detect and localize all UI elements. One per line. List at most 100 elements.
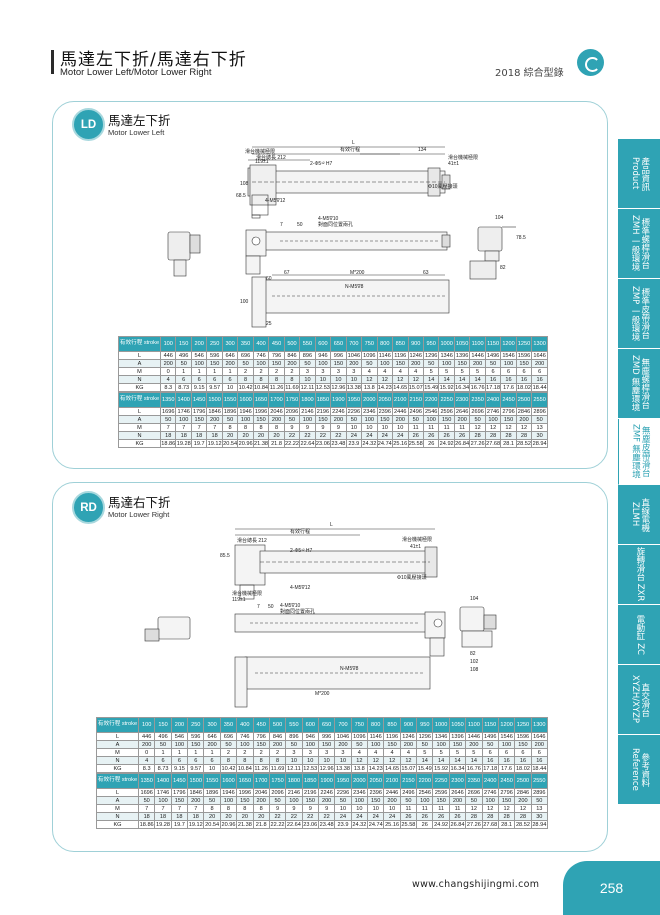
table-cell: 16: [497, 756, 516, 765]
stroke-header: 有效行程 stroke: [96, 773, 139, 789]
stroke-value: 1750: [283, 392, 301, 408]
table-cell: 22: [330, 431, 347, 440]
table-cell: 100: [500, 359, 517, 368]
table-cell: 16.76: [465, 764, 483, 773]
table-cell: 25.16: [392, 439, 409, 448]
stroke-value: 1900: [330, 392, 347, 408]
stroke-value: 1450: [170, 773, 189, 789]
table-cell: 8.73: [175, 383, 192, 392]
table-cell: 50: [399, 796, 418, 805]
table-cell: 6: [154, 756, 172, 765]
table-cell: 9.57: [187, 764, 205, 773]
table-cell: 50: [531, 415, 548, 424]
table-cell: 2896: [530, 788, 549, 797]
table-cell: 10: [285, 756, 303, 765]
table-cell: 8: [237, 423, 254, 432]
table-cell: 14: [453, 375, 471, 384]
table-cell: 12: [497, 804, 516, 813]
table-cell: 2346: [350, 788, 369, 797]
table-cell: 7: [190, 423, 208, 432]
table-cell: 3: [334, 748, 352, 757]
ld-label-opp: 對面同位置兩孔: [318, 221, 353, 228]
table-cell: 150: [438, 415, 455, 424]
stroke-value: 1500: [206, 392, 223, 408]
stroke-value: 2500: [514, 773, 532, 789]
table-cell: 946: [314, 351, 332, 360]
stroke-value: 1150: [484, 336, 502, 352]
table-cell: 2: [268, 367, 285, 376]
table-cell: 18: [159, 431, 177, 440]
table-cell: 2496: [399, 788, 418, 797]
table-cell: 996: [330, 351, 347, 360]
table-cell: 12.53: [314, 383, 332, 392]
table-cell: 200: [317, 796, 336, 805]
stroke-value: 2550: [531, 392, 548, 408]
table-cell: 50: [334, 796, 352, 805]
rd-label-m5b: 4-M5∇12: [290, 585, 311, 591]
table-cell: 16.34: [453, 383, 471, 392]
table-cell: 100: [219, 796, 238, 805]
stroke-value: 1600: [237, 392, 254, 408]
stroke-value: 500: [283, 336, 301, 352]
ld-label-m200: M*200: [350, 270, 365, 276]
tab-zmf[interactable]: 無塵皮帶滑台ZMF 無塵環境: [618, 419, 660, 485]
tab-zc[interactable]: 電動缸 ZC: [618, 605, 660, 665]
ld-label-108: 108: [240, 181, 249, 187]
table-cell: 24: [345, 431, 363, 440]
table-cell: 11: [416, 804, 434, 813]
ld-label-41: 41±1: [448, 161, 459, 167]
table-cell: 22.22: [283, 439, 301, 448]
stroke-value: 2300: [453, 392, 471, 408]
stroke-value: 900: [407, 336, 424, 352]
stroke-value: 1200: [500, 336, 517, 352]
tab-xyz[interactable]: 直交滑台 XYZH/XYZP: [618, 665, 660, 735]
table-cell: 14: [465, 756, 483, 765]
stroke-value: 1800: [285, 773, 303, 789]
row-label: KG: [118, 383, 161, 392]
stroke-value: 500: [268, 717, 287, 733]
table-cell: 26: [432, 812, 450, 821]
ld-label-134: 134: [418, 147, 427, 153]
table-cell: 1096: [350, 732, 369, 741]
table-cell: 26: [416, 812, 434, 821]
table-cell: 15.92: [432, 764, 450, 773]
table-cell: 18.86: [137, 820, 156, 829]
table-cell: 8.3: [137, 764, 156, 773]
stroke-value: 1150: [481, 717, 499, 733]
stroke-value: 600: [301, 717, 319, 733]
tab-zmh[interactable]: 標準螺桿滑台ZMH 一般環境: [618, 209, 660, 279]
rd-label-m200: M*200: [315, 691, 330, 697]
table-cell: 5: [469, 367, 486, 376]
table-cell: 4: [407, 367, 424, 376]
stroke-value: 550: [285, 717, 303, 733]
tab-reference[interactable]: 參考資料 Reference: [618, 735, 660, 805]
table-cell: 50: [154, 740, 172, 749]
table-cell: 1896: [221, 407, 239, 416]
table-cell: 2296: [334, 788, 352, 797]
table-cell: 200: [187, 796, 205, 805]
table-cell: 20: [237, 431, 254, 440]
table-cell: 100: [301, 740, 319, 749]
table-cell: 4: [159, 375, 177, 384]
table-cell: 50: [350, 740, 369, 749]
footer-url[interactable]: www.changshijingmi.com: [412, 879, 540, 890]
table-cell: 20.54: [221, 439, 239, 448]
rd-label-opp: 對面同位置兩孔: [280, 608, 315, 615]
table-cell: 8: [221, 423, 239, 432]
tab-zxr[interactable]: 旋轉滑台 ZXR: [618, 545, 660, 605]
tab-product[interactable]: 產品資訊 Product: [618, 139, 660, 209]
tab-zlmh[interactable]: 直線電機 ZLMH: [618, 485, 660, 545]
table-cell: 13.38: [334, 764, 352, 773]
table-cell: 20: [221, 431, 239, 440]
table-cell: 50: [530, 796, 549, 805]
tab-zmp[interactable]: 標準皮帶滑台ZMP 一般環境: [618, 279, 660, 349]
stroke-value: 800: [376, 336, 394, 352]
table-cell: 1: [154, 748, 172, 757]
tab-zmd[interactable]: 無塵螺桿滑台ZMD 無塵環境: [618, 349, 660, 419]
table-cell: 12: [514, 804, 532, 813]
table-cell: 18: [170, 812, 189, 821]
table-cell: 12: [481, 804, 499, 813]
table-cell: 22: [301, 812, 319, 821]
table-cell: 5: [438, 367, 455, 376]
